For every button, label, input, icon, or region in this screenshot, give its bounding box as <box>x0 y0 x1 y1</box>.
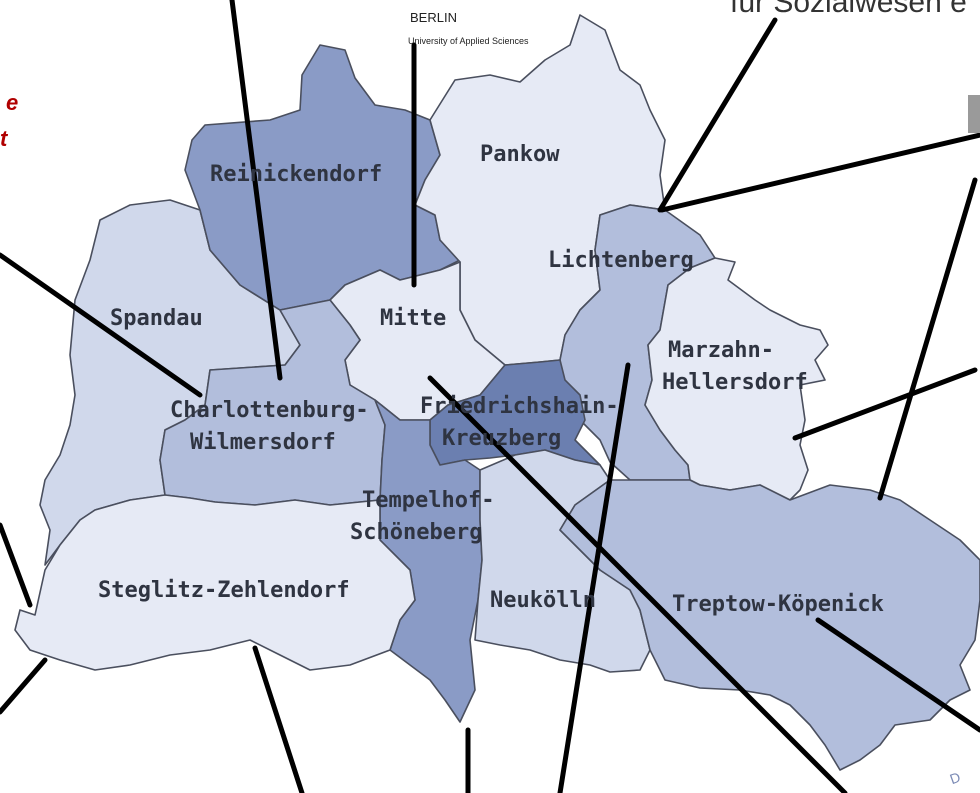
side-text-line1: e <box>6 90 19 115</box>
label-charlottenburg-line2: Wilmersdorf <box>190 430 336 455</box>
label-tempelhof-line2: Schöneberg <box>350 520 483 545</box>
label-friedrichshain-line1: Friedrichshain- <box>420 394 619 419</box>
district-treptow-koepenick[interactable] <box>559 479 980 771</box>
label-friedrichshain-line2: Kreuzberg <box>442 426 562 451</box>
side-text-line2: t <box>0 126 8 151</box>
label-lichtenberg: Lichtenberg <box>548 248 694 273</box>
label-neukoelln: Neukölln <box>490 588 596 613</box>
label-pankow: Pankow <box>480 142 560 167</box>
label-marzahn-line1: Marzahn- <box>668 338 774 363</box>
org-name: BERLIN <box>410 10 457 25</box>
district-marzahn-hellersdorf[interactable] <box>644 257 829 501</box>
label-marzahn-line2: Hellersdorf <box>662 370 808 395</box>
org-subtitle: University of Applied Sciences <box>408 36 529 46</box>
label-steglitz-zehlendorf: Steglitz-Zehlendorf <box>98 578 350 603</box>
label-treptow-koepenick: Treptow-Köpenick <box>672 592 884 617</box>
logo-fragment <box>968 95 980 133</box>
label-reinickendorf: Reinickendorf <box>210 162 383 187</box>
label-tempelhof-line1: Tempelhof- <box>362 488 495 513</box>
label-spandau: Spandau <box>110 306 203 331</box>
label-mitte: Mitte <box>380 306 447 331</box>
district-steglitz-zehlendorf[interactable] <box>14 494 416 671</box>
label-charlottenburg-line1: Charlottenburg- <box>170 398 369 423</box>
top-right-fragment: für Sozialwesen e <box>730 0 967 19</box>
top-right-fragment-clip: für Sozialwesen e <box>730 0 980 22</box>
